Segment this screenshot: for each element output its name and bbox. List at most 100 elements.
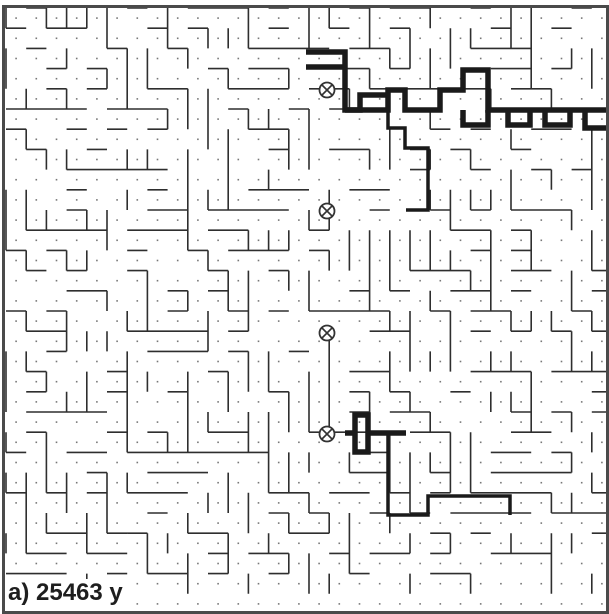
grid-dot <box>480 118 482 120</box>
grid-dot <box>137 522 139 524</box>
grid-dot <box>500 58 502 60</box>
grid-dot <box>278 78 280 80</box>
grid-dot <box>359 280 361 282</box>
grid-dot <box>500 159 502 161</box>
grid-dot <box>379 260 381 262</box>
grid-dot <box>177 482 179 484</box>
grid-dot <box>601 38 603 40</box>
grid-dot <box>217 381 219 383</box>
grid-dot <box>419 502 421 504</box>
grid-dot <box>399 502 401 504</box>
grid-dot <box>379 199 381 201</box>
grid-dot <box>157 219 159 221</box>
grid-dot <box>520 462 522 464</box>
grid-dot <box>399 98 401 100</box>
grid-dot <box>177 159 179 161</box>
grid-dot <box>460 300 462 302</box>
grid-dot <box>318 280 320 282</box>
grid-dot <box>359 482 361 484</box>
grid-dot <box>419 583 421 585</box>
grid-dot <box>298 442 300 444</box>
grid-dot <box>298 381 300 383</box>
grid-dot <box>359 583 361 585</box>
grid-dot <box>601 462 603 464</box>
grid-dot <box>541 442 543 444</box>
grid-dot <box>238 240 240 242</box>
grid-dot <box>278 38 280 40</box>
grid-dot <box>197 583 199 585</box>
grid-dot <box>217 179 219 181</box>
grid-dot <box>460 603 462 605</box>
grid-dot <box>541 502 543 504</box>
grid-dot <box>440 38 442 40</box>
grid-dot <box>359 401 361 403</box>
grid-dot <box>561 300 563 302</box>
grid-dot <box>116 199 118 201</box>
grid-dot <box>76 482 78 484</box>
grid-dot <box>318 522 320 524</box>
grid-dot <box>561 58 563 60</box>
grid-dot <box>520 159 522 161</box>
grid-dot <box>379 361 381 363</box>
grid-dot <box>581 442 583 444</box>
grid-dot <box>298 320 300 322</box>
grid-dot <box>197 199 199 201</box>
grid-dot <box>137 17 139 19</box>
grid-dot <box>601 543 603 545</box>
grid-dot <box>520 118 522 120</box>
grid-dot <box>217 199 219 201</box>
grid-dot <box>520 543 522 545</box>
grid-dot <box>561 442 563 444</box>
grid-dot <box>15 38 17 40</box>
grid-dot <box>318 38 320 40</box>
grid-dot <box>520 522 522 524</box>
grid-dot <box>440 543 442 545</box>
grid-dot <box>177 502 179 504</box>
grid-dot <box>15 280 17 282</box>
grid-dot <box>278 260 280 262</box>
grid-dot <box>15 240 17 242</box>
grid-dot <box>419 98 421 100</box>
grid-dot <box>500 300 502 302</box>
grid-dot <box>177 17 179 19</box>
grid-dot <box>419 320 421 322</box>
grid-dot <box>419 219 421 221</box>
grid-dot <box>500 260 502 262</box>
grid-dot <box>419 442 421 444</box>
grid-dot <box>298 563 300 565</box>
grid-dot <box>480 17 482 19</box>
grid-dot <box>157 543 159 545</box>
grid-dot <box>480 522 482 524</box>
grid-dot <box>15 219 17 221</box>
grid-dot <box>116 482 118 484</box>
grid-dot <box>238 401 240 403</box>
grid-dot <box>480 563 482 565</box>
grid-dot <box>419 118 421 120</box>
grid-dot <box>197 280 199 282</box>
grid-dot <box>96 401 98 403</box>
grid-dot <box>500 482 502 484</box>
grid-dot <box>601 300 603 302</box>
grid-dot <box>440 179 442 181</box>
grid-dot <box>238 58 240 60</box>
grid-dot <box>379 38 381 40</box>
grid-dot <box>197 118 199 120</box>
grid-dot <box>581 543 583 545</box>
grid-dot <box>561 199 563 201</box>
grid-dot <box>157 341 159 343</box>
grid-dot <box>217 300 219 302</box>
grid-dot <box>460 421 462 423</box>
grid-dot <box>379 159 381 161</box>
grid-dot <box>500 179 502 181</box>
grid-dot <box>96 58 98 60</box>
grid-dot <box>15 199 17 201</box>
grid-dot <box>601 583 603 585</box>
grid-dot <box>238 300 240 302</box>
grid-dot <box>56 442 58 444</box>
grid-dot <box>541 17 543 19</box>
grid-dot <box>96 219 98 221</box>
grid-dot <box>56 58 58 60</box>
grid-dot <box>76 361 78 363</box>
grid-dot <box>96 421 98 423</box>
grid-dot <box>520 442 522 444</box>
